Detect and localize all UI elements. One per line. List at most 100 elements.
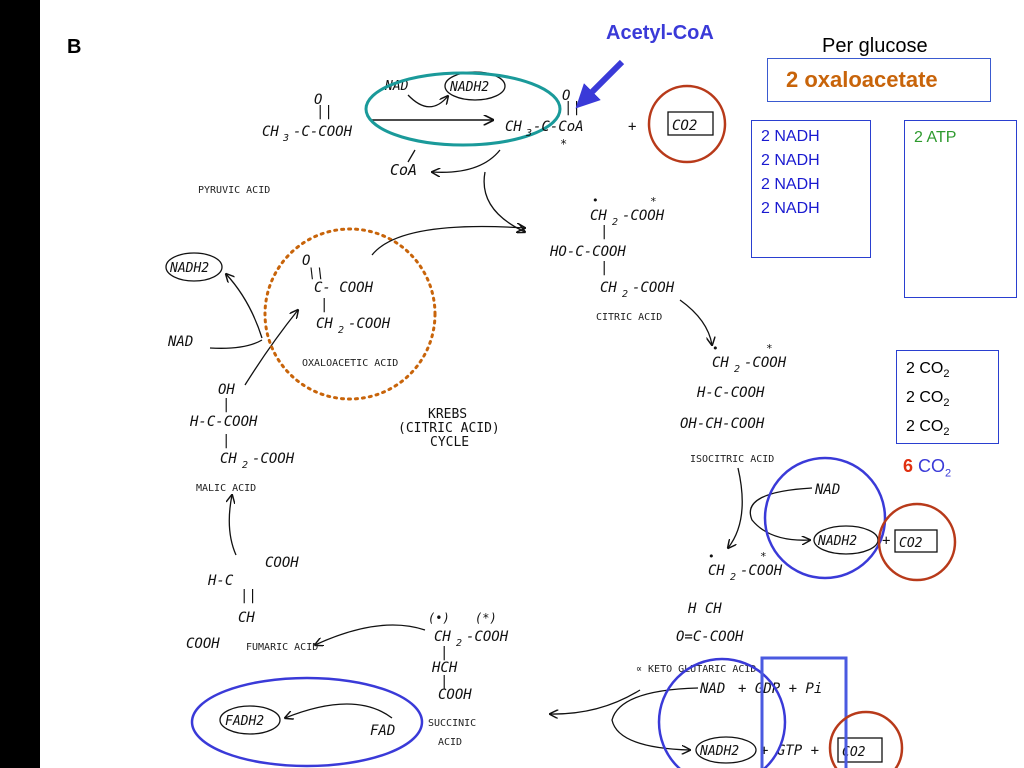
red-circle-co2-mid <box>877 502 957 582</box>
svg-text:2: 2 <box>622 289 628 300</box>
co2-tally-box: 2 CO2 2 CO2 2 CO2 <box>896 350 999 444</box>
svg-text:*: * <box>650 195 657 208</box>
svg-text:CH: CH <box>316 316 333 332</box>
to-citric-arrow <box>483 171 525 232</box>
nadh-tally-2: 2 NADH <box>761 152 820 169</box>
nad-bottom-loop <box>611 687 699 750</box>
red-circle-co2-top <box>647 84 727 164</box>
svg-text:COOH: COOH <box>186 636 220 652</box>
dotted-orange-circle <box>263 227 437 401</box>
svg-text:O: O <box>302 253 310 269</box>
gdp-pi-text: + GDP + Pi <box>738 681 822 697</box>
svg-text:CH: CH <box>434 629 451 645</box>
nadh-tally-4: 2 NADH <box>761 200 820 217</box>
citric-to-isocitric-arrow <box>679 299 712 345</box>
nadh2-bottom: NADH2 <box>699 744 739 759</box>
fad-arrow <box>285 703 393 718</box>
fadh2-label: FADH2 <box>225 714 264 729</box>
fumaric-acid-structure: COOH H-C || CH COOH <box>186 555 299 652</box>
svg-text:CH: CH <box>600 280 617 296</box>
co2-text-bottom: CO2 <box>842 745 866 760</box>
svg-text:|: | <box>600 260 608 276</box>
svg-text:CH: CH <box>590 208 607 224</box>
svg-text:CH: CH <box>712 355 729 371</box>
left-black-bar <box>0 0 40 768</box>
blue-rect-gtp <box>760 656 848 768</box>
svg-text:|: | <box>222 433 230 449</box>
co2-box-top <box>667 111 714 136</box>
atp-tally-text: 2 ATP <box>914 129 957 146</box>
krebs-line-1: KREBS <box>428 407 467 422</box>
co2-text-top: CO2 <box>672 118 697 134</box>
svg-text:+: + <box>628 119 636 135</box>
svg-text:-COOH: -COOH <box>622 208 665 224</box>
svg-text:CH: CH <box>238 610 255 626</box>
svg-text:CH: CH <box>220 451 237 467</box>
krebs-line-2: (CITRIC ACID) <box>398 421 500 436</box>
succinic-acid-label-1: SUCCINIC <box>428 718 476 729</box>
svg-text:O: O <box>562 88 570 104</box>
plus-sign-1: + <box>882 533 890 549</box>
svg-text:|: | <box>440 645 448 661</box>
svg-text:•: • <box>708 550 715 563</box>
svg-text:H-C-COOH: H-C-COOH <box>189 414 258 430</box>
svg-text:-COOH: -COOH <box>252 451 295 467</box>
co2-total-sub: 2 <box>945 467 952 480</box>
co2-total-number: 6 <box>903 456 914 476</box>
svg-text:2: 2 <box>734 364 740 375</box>
svg-text:H-C: H-C <box>207 573 234 589</box>
isocitric-to-ketoglutaric-arrow <box>728 467 743 548</box>
succinic-acid-label-2: ACID <box>438 737 462 748</box>
fumaric-acid-label: FUMARIC ACID <box>246 642 318 653</box>
svg-text:*: * <box>766 342 773 355</box>
nadh-tally-3: 2 NADH <box>761 176 820 193</box>
svg-text:3: 3 <box>525 128 532 139</box>
panel-label: B <box>67 36 82 58</box>
co2-text-mid: CO2 <box>899 536 923 551</box>
nad-left-arrow <box>209 339 263 349</box>
oxaloacetic-to-citric-arrow <box>371 227 525 256</box>
nadh2-top-oval <box>444 71 506 101</box>
malic-to-oxaloacetic-arrow <box>244 310 298 386</box>
svg-text:CH: CH <box>505 119 522 135</box>
svg-text:|: | <box>320 297 328 313</box>
svg-text:HCH: HCH <box>431 660 458 676</box>
svg-text:•: • <box>712 342 719 355</box>
svg-text:C- COOH: C- COOH <box>314 280 374 296</box>
oxaloacetic-acid-label: OXALOACETIC ACID <box>302 358 398 369</box>
svg-text:2: 2 <box>456 638 462 649</box>
nadh2-left-arrow <box>226 274 263 339</box>
nad-isocitric: NAD <box>814 482 840 498</box>
svg-text:CH: CH <box>708 563 725 579</box>
svg-text:CH: CH <box>262 124 279 140</box>
svg-text:COOH: COOH <box>265 555 299 571</box>
svg-text:|: | <box>440 674 448 690</box>
acetyl-coa-pointer-arrow <box>575 59 625 109</box>
blue-circle-isocitric <box>763 456 887 580</box>
fad-label: FAD <box>370 723 395 739</box>
svg-text:2: 2 <box>612 217 618 228</box>
svg-text:(*): (*) <box>475 611 497 625</box>
isocitric-acid-label: ISOCITRIC ACID <box>690 454 774 465</box>
svg-text:-COOH: -COOH <box>466 629 509 645</box>
svg-text:H-C-COOH: H-C-COOH <box>696 385 765 401</box>
svg-text:||: || <box>564 100 581 116</box>
svg-text:OH: OH <box>218 382 235 398</box>
nadh-tally-box: 2 NADH 2 NADH 2 NADH 2 NADH <box>751 120 871 258</box>
svg-text:2: 2 <box>730 572 736 583</box>
acetyl-coa-label: Acetyl-CoA <box>606 22 714 44</box>
svg-text:2: 2 <box>338 325 344 336</box>
coa-label: CoA <box>390 161 417 179</box>
co2-tally-1: 2 CO2 <box>906 360 950 381</box>
co2-box-mid <box>894 529 938 553</box>
red-circle-co2-bottom <box>828 710 904 768</box>
svg-text:|: | <box>600 224 608 240</box>
svg-text:2: 2 <box>242 460 248 471</box>
oxaloacetate-total-box: 2 oxaloacetate <box>767 58 991 102</box>
fumaric-to-malic-arrow <box>229 495 237 556</box>
